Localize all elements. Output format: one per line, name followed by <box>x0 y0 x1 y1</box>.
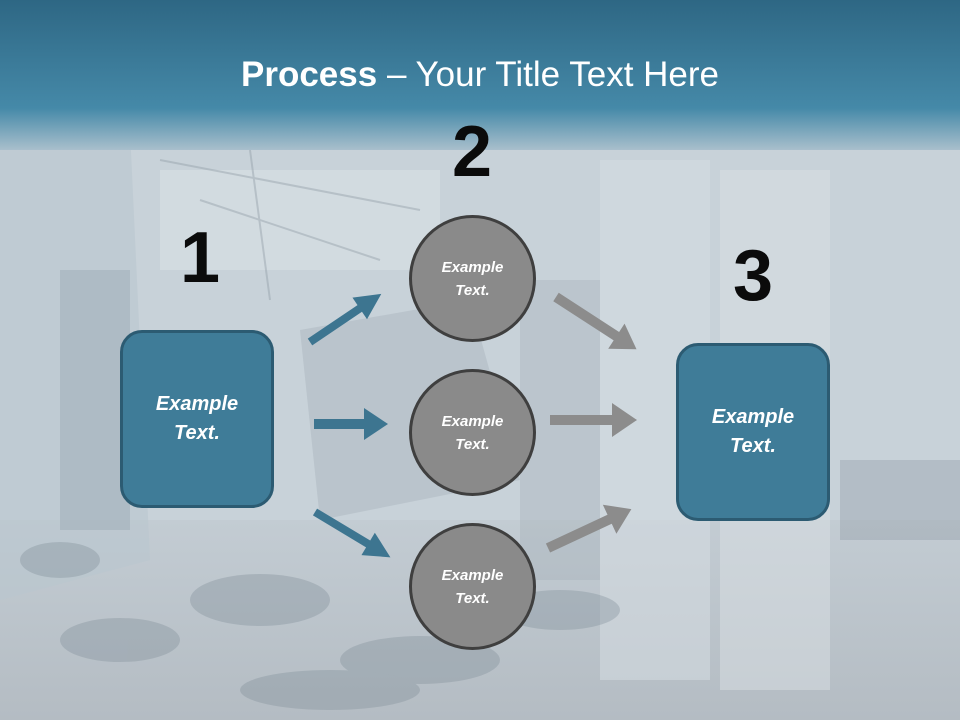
circle-bottom-text: Example Text. <box>441 566 504 607</box>
step-number-3: 3 <box>732 236 774 316</box>
left-process-box: Example Text. <box>120 330 274 508</box>
circle-middle: Example Text. <box>409 369 536 496</box>
arrow-top-to-right <box>553 292 637 350</box>
arrow-left-to-top <box>307 293 382 346</box>
circle-top-text: Example Text. <box>441 258 504 299</box>
circle-bottom: Example Text. <box>409 523 536 650</box>
left-box-text: Example Text. <box>155 393 239 444</box>
circle-middle-text: Example Text. <box>441 412 504 453</box>
arrow-middle-to-right <box>550 403 637 437</box>
slide-title: Process – Your Title Text Here <box>0 52 960 98</box>
right-process-box: Example Text. <box>676 343 830 521</box>
arrow-left-to-middle <box>314 408 388 440</box>
title-rest: – Your Title Text Here <box>377 55 719 94</box>
step-number-2: 2 <box>451 112 493 192</box>
title-bold: Process <box>241 55 378 94</box>
arrow-left-to-bottom <box>312 508 391 558</box>
step-number-1: 1 <box>179 218 221 298</box>
arrow-bottom-to-right <box>545 504 632 553</box>
circle-top: Example Text. <box>409 215 536 342</box>
right-box-text: Example Text. <box>711 406 795 457</box>
